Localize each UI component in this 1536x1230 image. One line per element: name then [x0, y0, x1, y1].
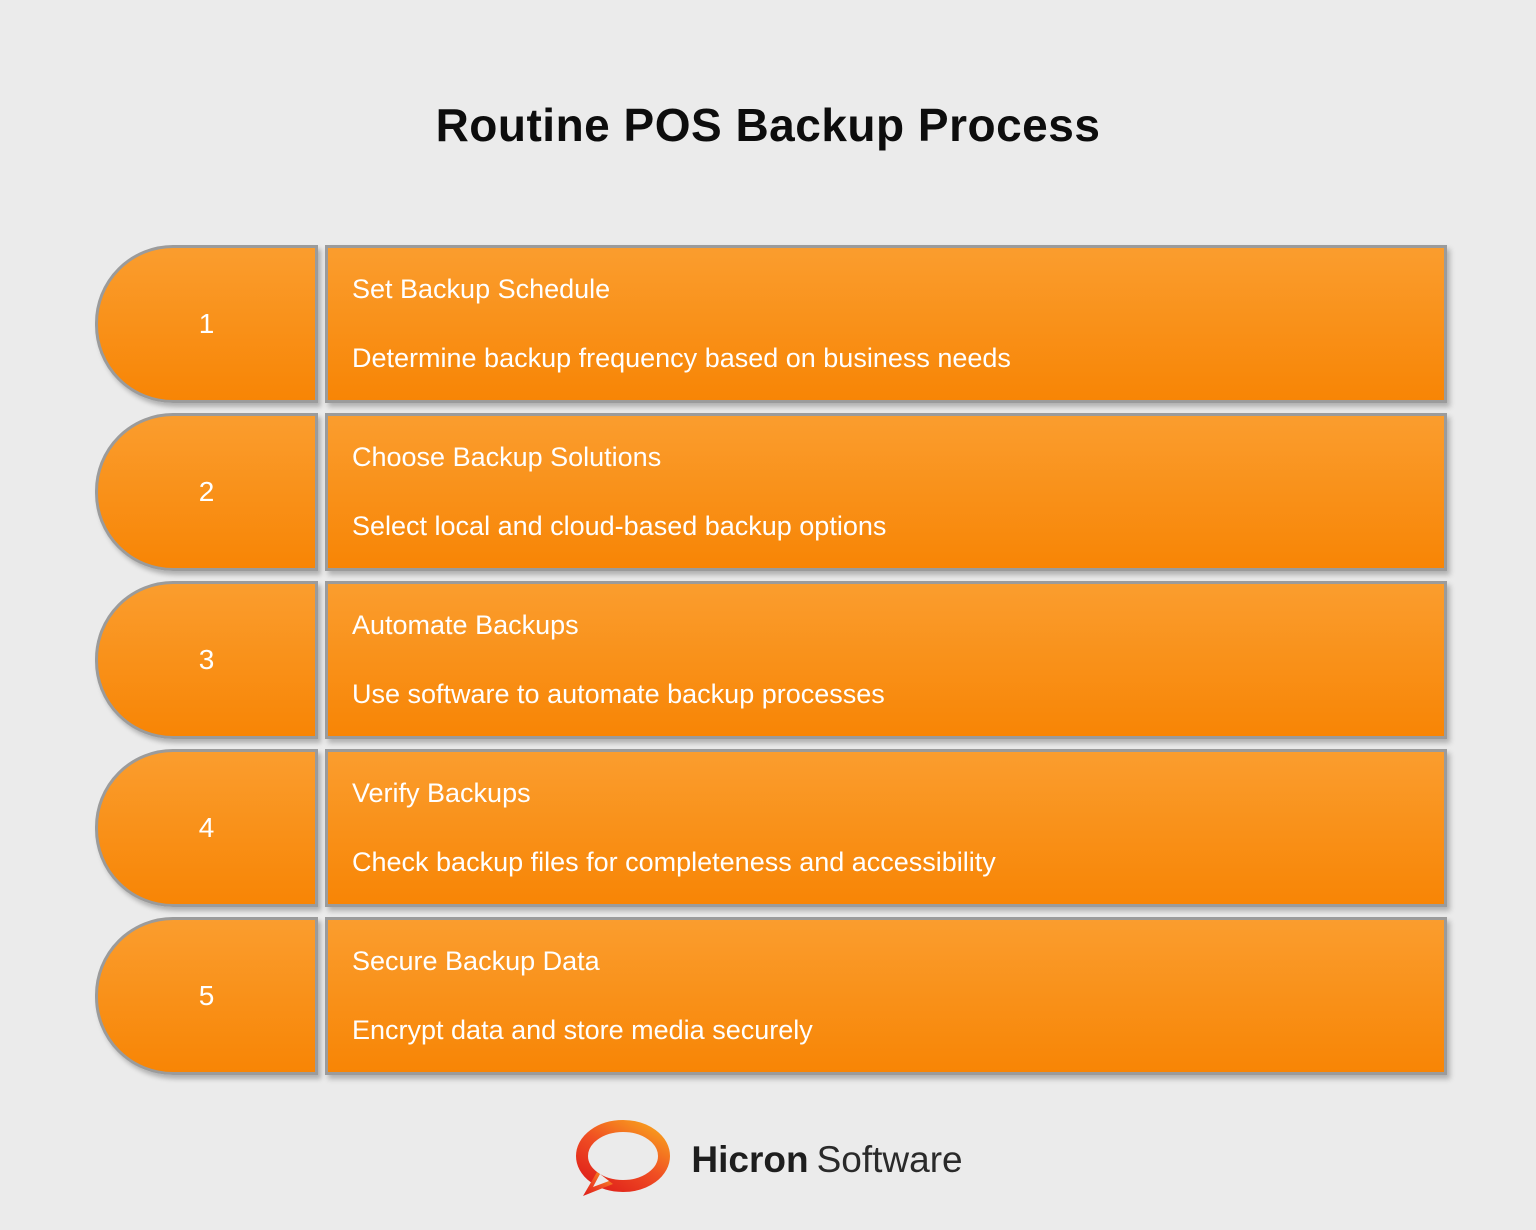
step-title: Verify Backups [352, 777, 531, 808]
step-description: Use software to automate backup processe… [352, 678, 885, 709]
process-steps: 1 Set Backup Schedule Determine backup f… [95, 245, 1447, 1075]
step-title: Set Backup Schedule [352, 273, 611, 304]
step-row-5: 5 Secure Backup Data Encrypt data and st… [95, 917, 1447, 1075]
brand-name: Hicron [691, 1139, 809, 1180]
speech-bubble-ring-icon [573, 1120, 671, 1200]
step-description: Determine backup frequency based on busi… [352, 342, 1011, 373]
step-card: Choose Backup Solutions Select local and… [325, 413, 1447, 571]
step-card: Automate Backups Use software to automat… [325, 581, 1447, 739]
step-number-badge: 3 [95, 581, 318, 739]
step-description: Encrypt data and store media securely [352, 1014, 813, 1045]
step-card: Set Backup Schedule Determine backup fre… [325, 245, 1447, 403]
step-row-2: 2 Choose Backup Solutions Select local a… [95, 413, 1447, 571]
step-row-1: 1 Set Backup Schedule Determine backup f… [95, 245, 1447, 403]
step-number-badge: 5 [95, 917, 318, 1075]
step-number-badge: 4 [95, 749, 318, 907]
step-number-badge: 1 [95, 245, 318, 403]
step-row-3: 3 Automate Backups Use software to autom… [95, 581, 1447, 739]
step-row-4: 4 Verify Backups Check backup files for … [95, 749, 1447, 907]
brand-suffix: Software [816, 1139, 963, 1180]
step-title: Automate Backups [352, 609, 579, 640]
step-title: Choose Backup Solutions [352, 441, 662, 472]
step-card: Secure Backup Data Encrypt data and stor… [325, 917, 1447, 1075]
step-number: 1 [198, 308, 215, 339]
step-description: Check backup files for completeness and … [352, 846, 996, 877]
step-number: 4 [198, 812, 215, 843]
step-number: 2 [198, 476, 215, 507]
step-number: 5 [198, 980, 215, 1011]
step-title: Secure Backup Data [352, 945, 600, 976]
step-card: Verify Backups Check backup files for co… [325, 749, 1447, 907]
step-number: 3 [198, 644, 215, 675]
step-description: Select local and cloud-based backup opti… [352, 510, 887, 541]
step-number-badge: 2 [95, 413, 318, 571]
page-title: Routine POS Backup Process [435, 99, 1101, 151]
